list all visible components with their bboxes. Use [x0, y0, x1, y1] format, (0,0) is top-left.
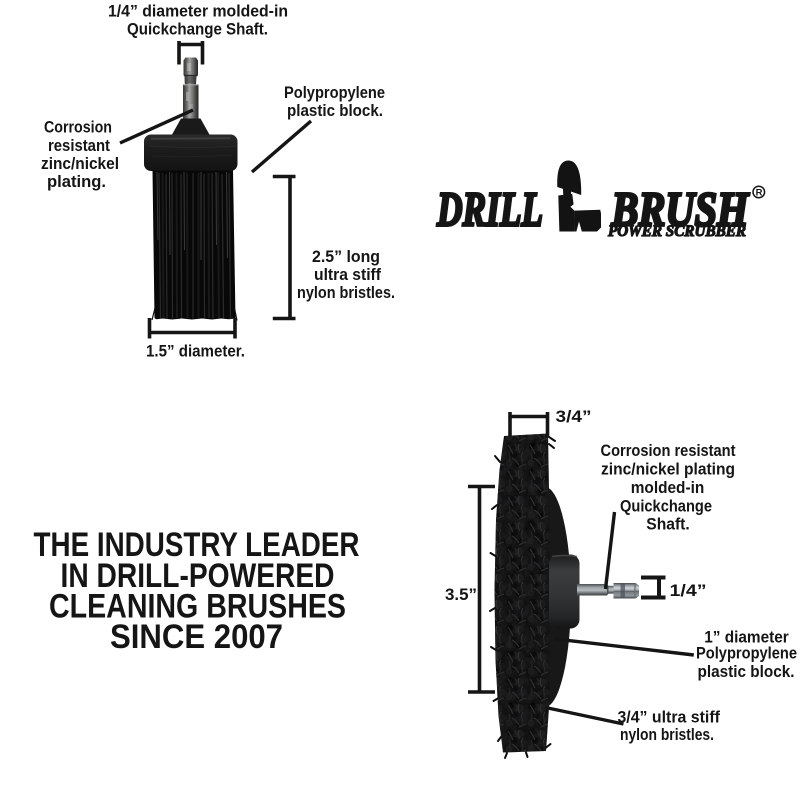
svg-text:2.5” long: 2.5” long: [312, 247, 380, 266]
svg-text:R: R: [756, 188, 763, 199]
svg-text:POWER SCRUBBER: POWER SCRUBBER: [607, 223, 746, 240]
svg-text:1.5” diameter.: 1.5” diameter.: [146, 342, 245, 361]
svg-text:nylon bristles.: nylon bristles.: [297, 283, 395, 302]
svg-text:1/4”: 1/4”: [670, 581, 707, 600]
svg-text:Polypropylene: Polypropylene: [696, 643, 797, 662]
svg-text:Shaft.: Shaft.: [646, 515, 690, 534]
svg-text:IN DRILL-POWERED: IN DRILL-POWERED: [61, 557, 335, 595]
svg-text:SINCE 2007: SINCE 2007: [110, 618, 283, 656]
svg-text:BRUSH: BRUSH: [611, 182, 750, 237]
svg-text:plating.: plating.: [47, 172, 106, 191]
svg-text:molded-in: molded-in: [631, 478, 705, 497]
svg-text:3.5”: 3.5”: [445, 585, 477, 604]
svg-text:Polypropylene: Polypropylene: [284, 83, 385, 102]
svg-text:1/4” diameter molded-in: 1/4” diameter molded-in: [108, 2, 288, 21]
svg-text:CLEANING BRUSHES: CLEANING BRUSHES: [49, 588, 346, 626]
svg-text:zinc/nickel: zinc/nickel: [41, 154, 119, 173]
svg-text:3/4”: 3/4”: [556, 407, 592, 426]
svg-text:zinc/nickel plating: zinc/nickel plating: [601, 460, 735, 479]
svg-text:THE INDUSTRY LEADER: THE INDUSTRY LEADER: [34, 526, 360, 564]
svg-text:1” diameter: 1” diameter: [704, 628, 789, 647]
svg-text:Corrosion resistant: Corrosion resistant: [601, 441, 736, 460]
svg-text:nylon bristles.: nylon bristles.: [620, 725, 714, 744]
svg-text:Corrosion: Corrosion: [44, 118, 112, 137]
svg-text:resistant: resistant: [48, 136, 110, 155]
svg-text:DRILL: DRILL: [436, 182, 543, 237]
svg-text:Quickchange: Quickchange: [620, 496, 712, 515]
svg-text:3/4” ultra stiff: 3/4” ultra stiff: [617, 708, 720, 727]
svg-text:plastic block.: plastic block.: [287, 101, 383, 120]
svg-text:ultra stiff: ultra stiff: [314, 265, 381, 284]
svg-text:Quickchange Shaft.: Quickchange Shaft.: [127, 20, 268, 39]
svg-text:plastic block.: plastic block.: [698, 662, 795, 681]
